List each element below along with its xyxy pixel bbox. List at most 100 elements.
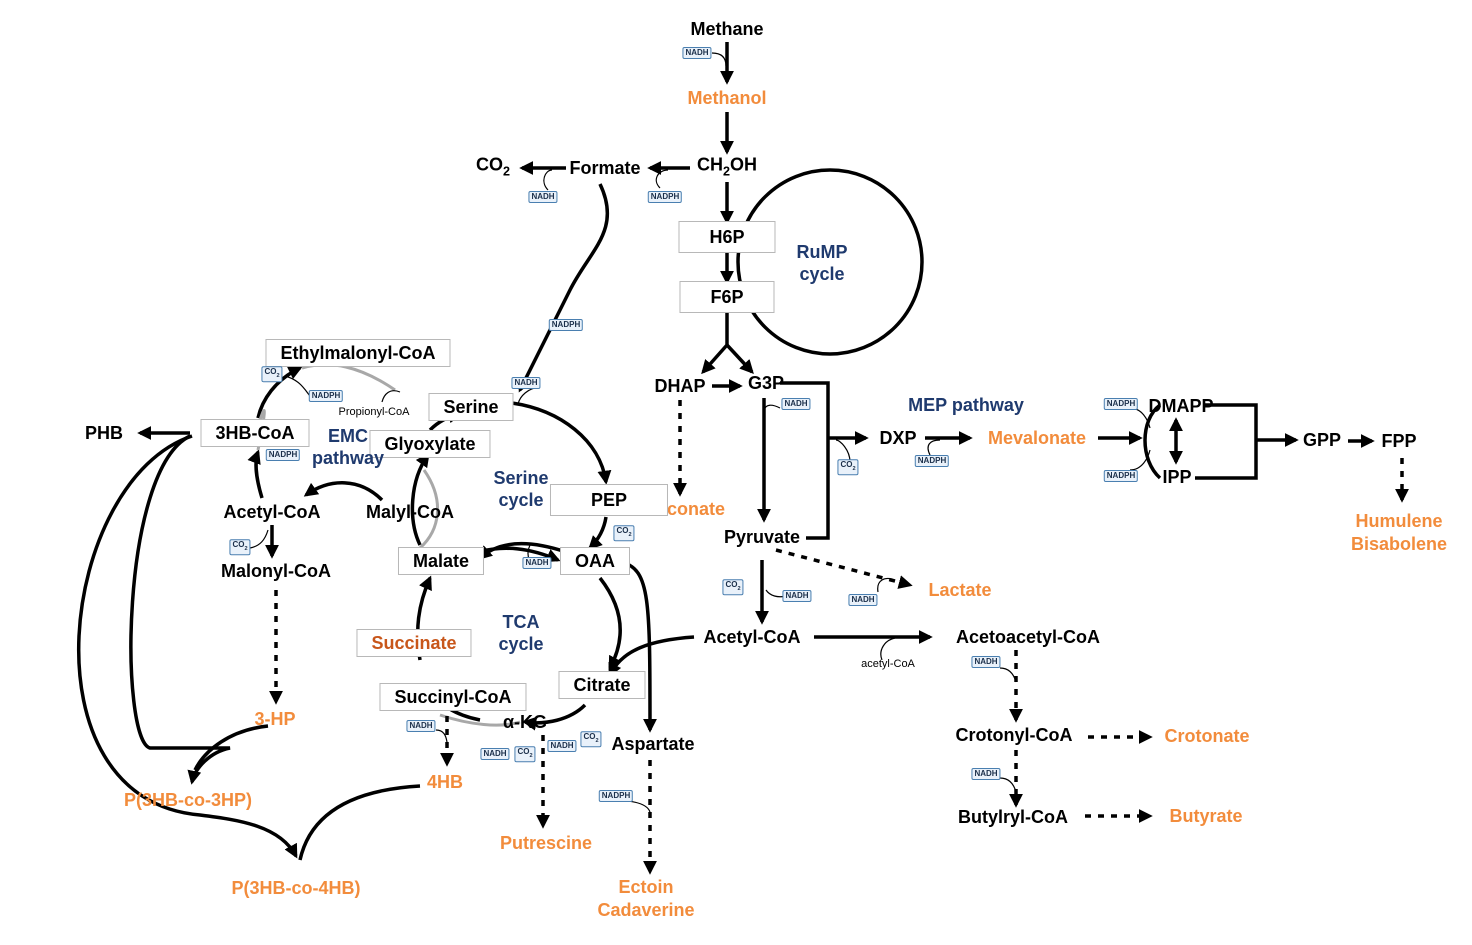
hook-nadph-ipp <box>1129 449 1151 471</box>
hook-propionyl <box>381 390 401 403</box>
hook-co2-dxp <box>835 439 851 463</box>
product-crotonate: Crotonate <box>1164 726 1250 746</box>
hook-nadh-methane <box>711 52 727 67</box>
cofactor-nadh-tag: NADH <box>511 377 541 389</box>
arrow-pep-oaa <box>588 516 608 550</box>
bracket-g3p-pyruvate <box>780 381 830 540</box>
metabolite-dmapp: DMAPP <box>1148 396 1214 416</box>
metabolite-serine: Serine <box>428 393 514 421</box>
cofactor-co2-tag: CO2 <box>229 539 251 555</box>
metabolite-crotonyl-coa: Crotonyl-CoA <box>955 725 1073 745</box>
cofactor-nadph-tag: NADPH <box>548 319 584 331</box>
metabolite-formate: Formate <box>569 158 641 178</box>
product-p3hb-co-4hb: P(3HB-co-4HB) <box>231 878 361 898</box>
cycle-tca-label: TCA cycle <box>498 612 544 654</box>
arrow-acetylcoa-3hbcoa <box>247 449 264 499</box>
arrow-3hp-p3hb3hp <box>193 724 269 771</box>
arrow-oaa-citrate <box>598 576 622 671</box>
arrow-malate-oaa <box>477 546 561 563</box>
rump-cycle-ring <box>736 168 924 356</box>
arrow-malylcoa-acetylcoa <box>303 481 384 502</box>
product-4hb: 4HB <box>426 772 464 792</box>
metabolite-3hb-coa: 3HB-CoA <box>200 419 310 447</box>
metabolite-f6p: F6P <box>679 281 775 313</box>
metabolite-dxp: DXP <box>879 428 917 448</box>
cofactor-nadph-tag: NADPH <box>265 449 301 461</box>
metabolite-succinyl-coa: Succinyl-CoA <box>379 683 527 711</box>
cofactor-nadph-tag: NADPH <box>308 390 344 402</box>
emc-arc-right <box>418 469 439 550</box>
cofactor-nadph-tag: NADPH <box>1103 470 1139 482</box>
hook-nadh-g3p <box>763 404 781 411</box>
tca-arc-bottom <box>439 713 521 727</box>
cofactor-nadh-tag: NADH <box>971 656 1001 668</box>
product-cadaverine: Cadaverine <box>597 900 695 920</box>
arrow-serine-pep <box>511 401 612 485</box>
hook-nadh-succinyl <box>435 729 448 743</box>
hook-nadh-crotonyl <box>999 777 1017 793</box>
arrow-acetylcoa-citrate <box>608 635 695 678</box>
product-methanol: Methanol <box>687 88 767 108</box>
hook-nadph-dxp <box>927 439 941 456</box>
cofactor-nadh-tag: NADH <box>406 720 436 732</box>
cofactor-nadh-tag: NADH <box>782 590 812 602</box>
cofactor-nadh-tag: NADH <box>971 768 1001 780</box>
metabolite-ethylmalonyl-coa: Ethylmalonyl-CoA <box>265 339 451 367</box>
cofactor-nadph-tag: NADPH <box>1103 398 1139 410</box>
product-humulene: Humulene <box>1355 511 1443 531</box>
cofactor-nadh-tag: NADH <box>682 47 712 59</box>
bracket-dmapp-ipp <box>1143 403 1162 480</box>
cycle-mep-label: MEP pathway <box>908 395 1024 415</box>
product-lactate: Lactate <box>928 580 992 600</box>
hook-co2-acetylcoa <box>249 529 269 549</box>
product-mevalonate: Mevalonate <box>987 428 1087 448</box>
product-butyrate: Butyrate <box>1169 806 1243 826</box>
product-3hp: 3-HP <box>254 709 296 729</box>
cofactor-nadh-tag: NADH <box>522 557 552 569</box>
cofactor-nadph-tag: NADPH <box>914 455 950 467</box>
metabolite-aspartate: Aspartate <box>611 734 695 754</box>
arrow-f6p-dhap <box>701 312 729 375</box>
metabolite-g3p: G3P <box>747 373 785 393</box>
multi-step-dashed-arrows <box>269 400 1409 875</box>
metabolite-acetyl-coa-main: Acetyl-CoA <box>703 627 801 647</box>
cofactor-co2-tag: CO2 <box>580 731 602 747</box>
cofactor-co2-tag: CO2 <box>261 366 283 382</box>
metabolite-propionyl-coa: Propionyl-CoA <box>338 406 410 418</box>
metabolite-alpha-kg: α-KG <box>502 712 548 732</box>
product-putrescine: Putrescine <box>499 833 593 853</box>
cycle-emc-label: EMC pathway <box>311 426 385 468</box>
metabolite-fpp: FPP <box>1381 431 1417 451</box>
metabolite-phb: PHB <box>84 423 124 443</box>
metabolite-h6p: H6P <box>678 221 776 253</box>
arrow-3hbcoa-p3hb3hp <box>129 434 231 785</box>
metabolite-ch2oh: CH2OH <box>696 154 758 179</box>
product-ectoin: Ectoin <box>618 877 674 897</box>
cofactor-nadph-tag: NADPH <box>647 191 683 203</box>
metabolite-acetyl-coa-left: Acetyl-CoA <box>223 502 321 522</box>
metabolite-pyruvate: Pyruvate <box>723 527 801 547</box>
arrow-malate-glyoxylate <box>410 452 430 546</box>
metabolite-malyl-coa: Malyl-CoA <box>365 502 455 522</box>
metabolite-citrate: Citrate <box>558 671 646 699</box>
hook-acetylcoa-small <box>880 637 896 661</box>
metabolite-gpp: GPP <box>1302 430 1342 450</box>
arrow-oaa-malate <box>477 541 567 560</box>
arrow-oaa-aspartate <box>621 560 657 733</box>
metabolite-butylryl-coa: Butylryl-CoA <box>957 807 1069 827</box>
cofactor-co2-tag: CO2 <box>613 525 635 541</box>
metabolite-malate: Malate <box>397 547 485 575</box>
hook-nadh-formate <box>543 169 553 191</box>
cofactor-co2-tag: CO2 <box>722 579 744 595</box>
arrow-3hbcoa-ethylmalonyl <box>256 366 303 419</box>
cofactor-nadh-tag: NADH <box>547 740 577 752</box>
cycle-serine-label: Serine cycle <box>493 468 549 510</box>
cofactor-co2-tag: CO2 <box>837 459 859 475</box>
cofactor-acetyl-coa-small: acetyl-CoA <box>861 658 915 670</box>
metabolite-pep: PEP <box>549 484 669 516</box>
metabolite-ipp: IPP <box>1162 467 1192 487</box>
cofactor-nadh-tag: NADH <box>781 398 811 410</box>
metabolite-dhap: DHAP <box>654 376 706 396</box>
